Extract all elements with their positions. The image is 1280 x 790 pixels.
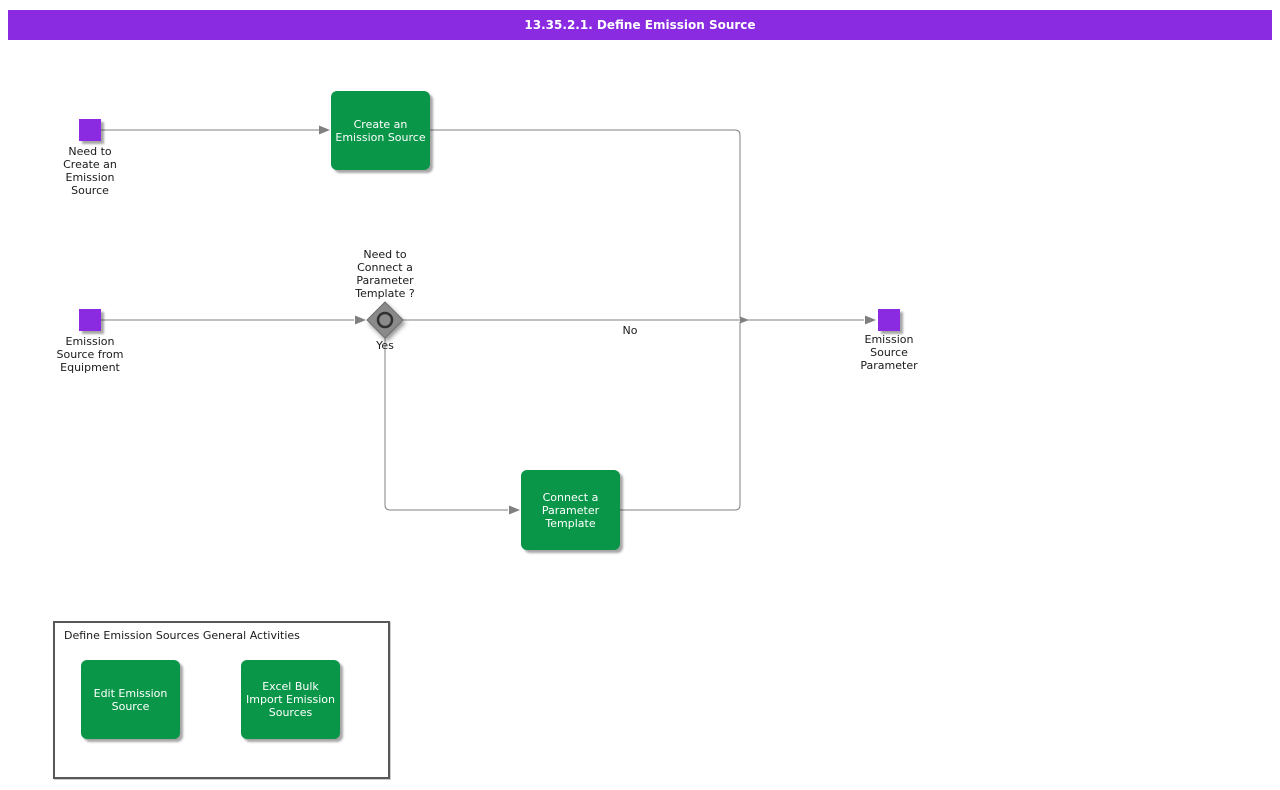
- diagram-title: 13.35.2.1. Define Emission Source: [524, 18, 756, 32]
- start-node-emission-source-from-equipment: [79, 309, 101, 331]
- decision-diamond: [366, 301, 404, 339]
- arrowhead: [509, 505, 520, 515]
- activity-edit-emission-source-label: Edit Emission Source: [93, 686, 168, 713]
- arrowhead-merge: [740, 316, 749, 324]
- decision-no-label: No: [622, 324, 638, 337]
- end-node-emission-source-parameter: [878, 309, 900, 331]
- activity-connect-parameter-template[interactable]: Connect a Parameter Template: [521, 470, 620, 550]
- decision-yes-label: Yes: [376, 339, 394, 352]
- arrowhead: [319, 125, 330, 135]
- edge-create-to-merge: [430, 129, 741, 318]
- activity-create-emission-source[interactable]: Create an Emission Source: [331, 91, 430, 170]
- start-node-need-to-create-label: Need to Create an Emission Source: [63, 145, 117, 197]
- activity-excel-bulk-import-emission-sources-label: Excel Bulk Import Emission Sources: [246, 680, 335, 719]
- arrowhead: [865, 315, 876, 325]
- arrowhead: [355, 315, 366, 325]
- activity-excel-bulk-import-emission-sources[interactable]: Excel Bulk Import Emission Sources: [241, 660, 340, 739]
- start-node-emission-source-from-equipment-label: Emission Source from Equipment: [56, 335, 124, 374]
- activity-edit-emission-source[interactable]: Edit Emission Source: [81, 660, 180, 739]
- edge-connect-to-merge: [620, 322, 741, 511]
- activity-create-emission-source-label: Create an Emission Source: [335, 117, 426, 144]
- edge-yes-to-connect: [384, 338, 508, 511]
- decision-question-label: Need to Connect a Parameter Template ?: [355, 248, 415, 300]
- end-node-emission-source-parameter-label: Emission Source Parameter: [860, 333, 918, 372]
- start-node-need-to-create: [79, 119, 101, 141]
- activity-connect-parameter-template-label: Connect a Parameter Template: [541, 490, 600, 530]
- group-general-activities-title: Define Emission Sources General Activiti…: [64, 629, 300, 642]
- diagram-title-bar: 13.35.2.1. Define Emission Source: [8, 10, 1272, 40]
